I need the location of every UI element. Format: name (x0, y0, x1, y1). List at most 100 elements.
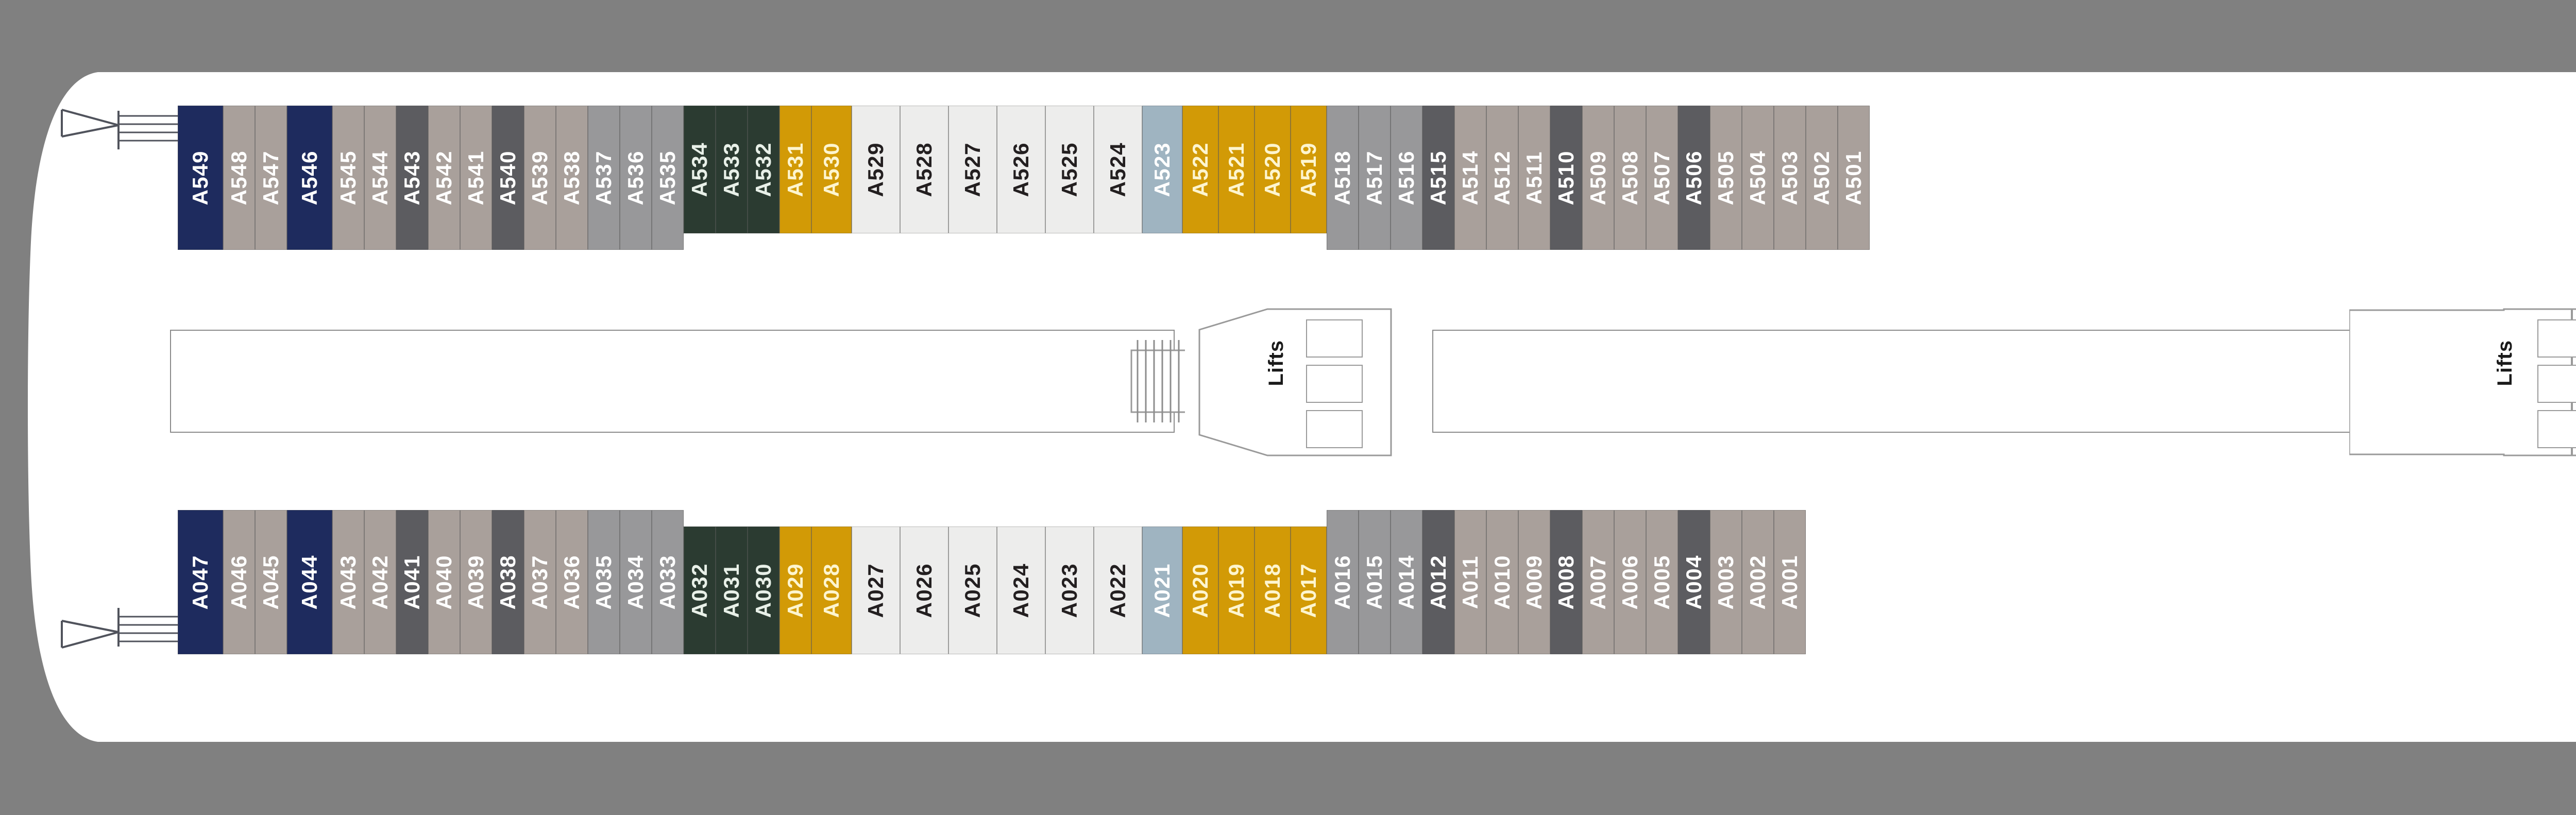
cabin-a002[interactable]: A002 (1742, 510, 1774, 654)
cabin-a015[interactable]: A015 (1359, 510, 1391, 654)
cabin-a001[interactable]: A001 (1774, 510, 1806, 654)
cabin-a545[interactable]: A545 (332, 106, 364, 250)
cabin-a020[interactable]: A020 (1182, 527, 1218, 654)
cabin-a007[interactable]: A007 (1582, 510, 1614, 654)
cabin-a502[interactable]: A502 (1806, 106, 1838, 250)
cabin-a537[interactable]: A537 (588, 106, 620, 250)
cabin-a519[interactable]: A519 (1291, 106, 1327, 233)
cabin-a046[interactable]: A046 (223, 510, 255, 654)
lift-car[interactable] (1306, 410, 1363, 448)
cabin-a536[interactable]: A536 (620, 106, 652, 250)
cabin-a503[interactable]: A503 (1774, 106, 1806, 250)
cabin-a047[interactable]: A047 (178, 510, 223, 654)
cabin-a005[interactable]: A005 (1646, 510, 1678, 654)
cabin-a512[interactable]: A512 (1486, 106, 1518, 250)
cabin-a527[interactable]: A527 (948, 106, 997, 233)
cabin-a510[interactable]: A510 (1550, 106, 1582, 250)
cabin-a529[interactable]: A529 (852, 106, 900, 233)
cabin-a032[interactable]: A032 (684, 527, 716, 654)
cabin-a035[interactable]: A035 (588, 510, 620, 654)
cabin-a509[interactable]: A509 (1582, 106, 1614, 250)
cabin-a506[interactable]: A506 (1678, 106, 1710, 250)
cabin-a003[interactable]: A003 (1710, 510, 1742, 654)
cabin-a547[interactable]: A547 (255, 106, 287, 250)
cabin-a539[interactable]: A539 (524, 106, 556, 250)
cabin-a043[interactable]: A043 (332, 510, 364, 654)
cabin-a026[interactable]: A026 (900, 527, 948, 654)
cabin-a518[interactable]: A518 (1327, 106, 1359, 250)
cabin-a521[interactable]: A521 (1218, 106, 1255, 233)
cabin-a008[interactable]: A008 (1550, 510, 1582, 654)
lift-car[interactable] (1306, 365, 1363, 403)
cabin-a033[interactable]: A033 (652, 510, 684, 654)
cabin-a023[interactable]: A023 (1045, 527, 1094, 654)
cabin-a042[interactable]: A042 (364, 510, 396, 654)
cabin-a505[interactable]: A505 (1710, 106, 1742, 250)
cabin-a009[interactable]: A009 (1518, 510, 1550, 654)
cabin-a540[interactable]: A540 (492, 106, 524, 250)
cabin-a504[interactable]: A504 (1742, 106, 1774, 250)
cabin-a028[interactable]: A028 (811, 527, 852, 654)
cabin-a538[interactable]: A538 (556, 106, 588, 250)
cabin-a532[interactable]: A532 (748, 106, 779, 233)
cabin-a516[interactable]: A516 (1391, 106, 1422, 250)
cabin-a011[interactable]: A011 (1454, 510, 1486, 654)
cabin-a039[interactable]: A039 (460, 510, 492, 654)
cabin-a517[interactable]: A517 (1359, 106, 1391, 250)
lift-car[interactable] (2537, 319, 2576, 358)
lift-car[interactable] (1306, 319, 1363, 358)
cabin-a006[interactable]: A006 (1614, 510, 1646, 654)
cabin-a036[interactable]: A036 (556, 510, 588, 654)
cabin-a021[interactable]: A021 (1142, 527, 1182, 654)
cabin-a523[interactable]: A523 (1142, 106, 1182, 233)
cabin-a549[interactable]: A549 (178, 106, 223, 250)
cabin-a041[interactable]: A041 (396, 510, 428, 654)
cabin-a508[interactable]: A508 (1614, 106, 1646, 250)
cabin-a045[interactable]: A045 (255, 510, 287, 654)
cabin-a038[interactable]: A038 (492, 510, 524, 654)
cabin-a534[interactable]: A534 (684, 106, 716, 233)
cabin-a022[interactable]: A022 (1094, 527, 1142, 654)
cabin-a535[interactable]: A535 (652, 106, 684, 250)
cabin-a027[interactable]: A027 (852, 527, 900, 654)
cabin-a541[interactable]: A541 (460, 106, 492, 250)
cabin-a544[interactable]: A544 (364, 106, 396, 250)
cabin-a017[interactable]: A017 (1291, 527, 1327, 654)
cabin-a019[interactable]: A019 (1218, 527, 1255, 654)
cabin-a531[interactable]: A531 (779, 106, 811, 233)
cabin-a016[interactable]: A016 (1327, 510, 1359, 654)
cabin-a528[interactable]: A528 (900, 106, 948, 233)
cabin-a044[interactable]: A044 (287, 510, 332, 654)
cabin-a542[interactable]: A542 (428, 106, 460, 250)
cabin-a524[interactable]: A524 (1094, 106, 1142, 233)
cabin-a024[interactable]: A024 (997, 527, 1045, 654)
cabin-a018[interactable]: A018 (1255, 527, 1291, 654)
cabin-a515[interactable]: A515 (1422, 106, 1454, 250)
cabin-a522[interactable]: A522 (1182, 106, 1218, 233)
cabin-a520[interactable]: A520 (1255, 106, 1291, 233)
cabin-a526[interactable]: A526 (997, 106, 1045, 233)
cabin-a010[interactable]: A010 (1486, 510, 1518, 654)
cabin-a507[interactable]: A507 (1646, 106, 1678, 250)
cabin-a511[interactable]: A511 (1518, 106, 1550, 250)
cabin-a546[interactable]: A546 (287, 106, 332, 250)
cabin-a034[interactable]: A034 (620, 510, 652, 654)
cabin-a533[interactable]: A533 (716, 106, 748, 233)
cabin-a030[interactable]: A030 (748, 527, 779, 654)
cabin-a543[interactable]: A543 (396, 106, 428, 250)
cabin-a031[interactable]: A031 (716, 527, 748, 654)
cabin-a014[interactable]: A014 (1391, 510, 1422, 654)
cabin-a012[interactable]: A012 (1422, 510, 1454, 654)
cabin-a029[interactable]: A029 (779, 527, 811, 654)
cabin-a530[interactable]: A530 (811, 106, 852, 233)
cabin-a525[interactable]: A525 (1045, 106, 1094, 233)
lift-car[interactable] (2537, 410, 2576, 448)
cabin-a040[interactable]: A040 (428, 510, 460, 654)
cabin-a548[interactable]: A548 (223, 106, 255, 250)
cabin-a501[interactable]: A501 (1838, 106, 1870, 250)
lift-car[interactable] (2537, 365, 2576, 403)
cabin-a037[interactable]: A037 (524, 510, 556, 654)
cabin-a514[interactable]: A514 (1454, 106, 1486, 250)
cabin-a025[interactable]: A025 (948, 527, 997, 654)
cabin-a004[interactable]: A004 (1678, 510, 1710, 654)
